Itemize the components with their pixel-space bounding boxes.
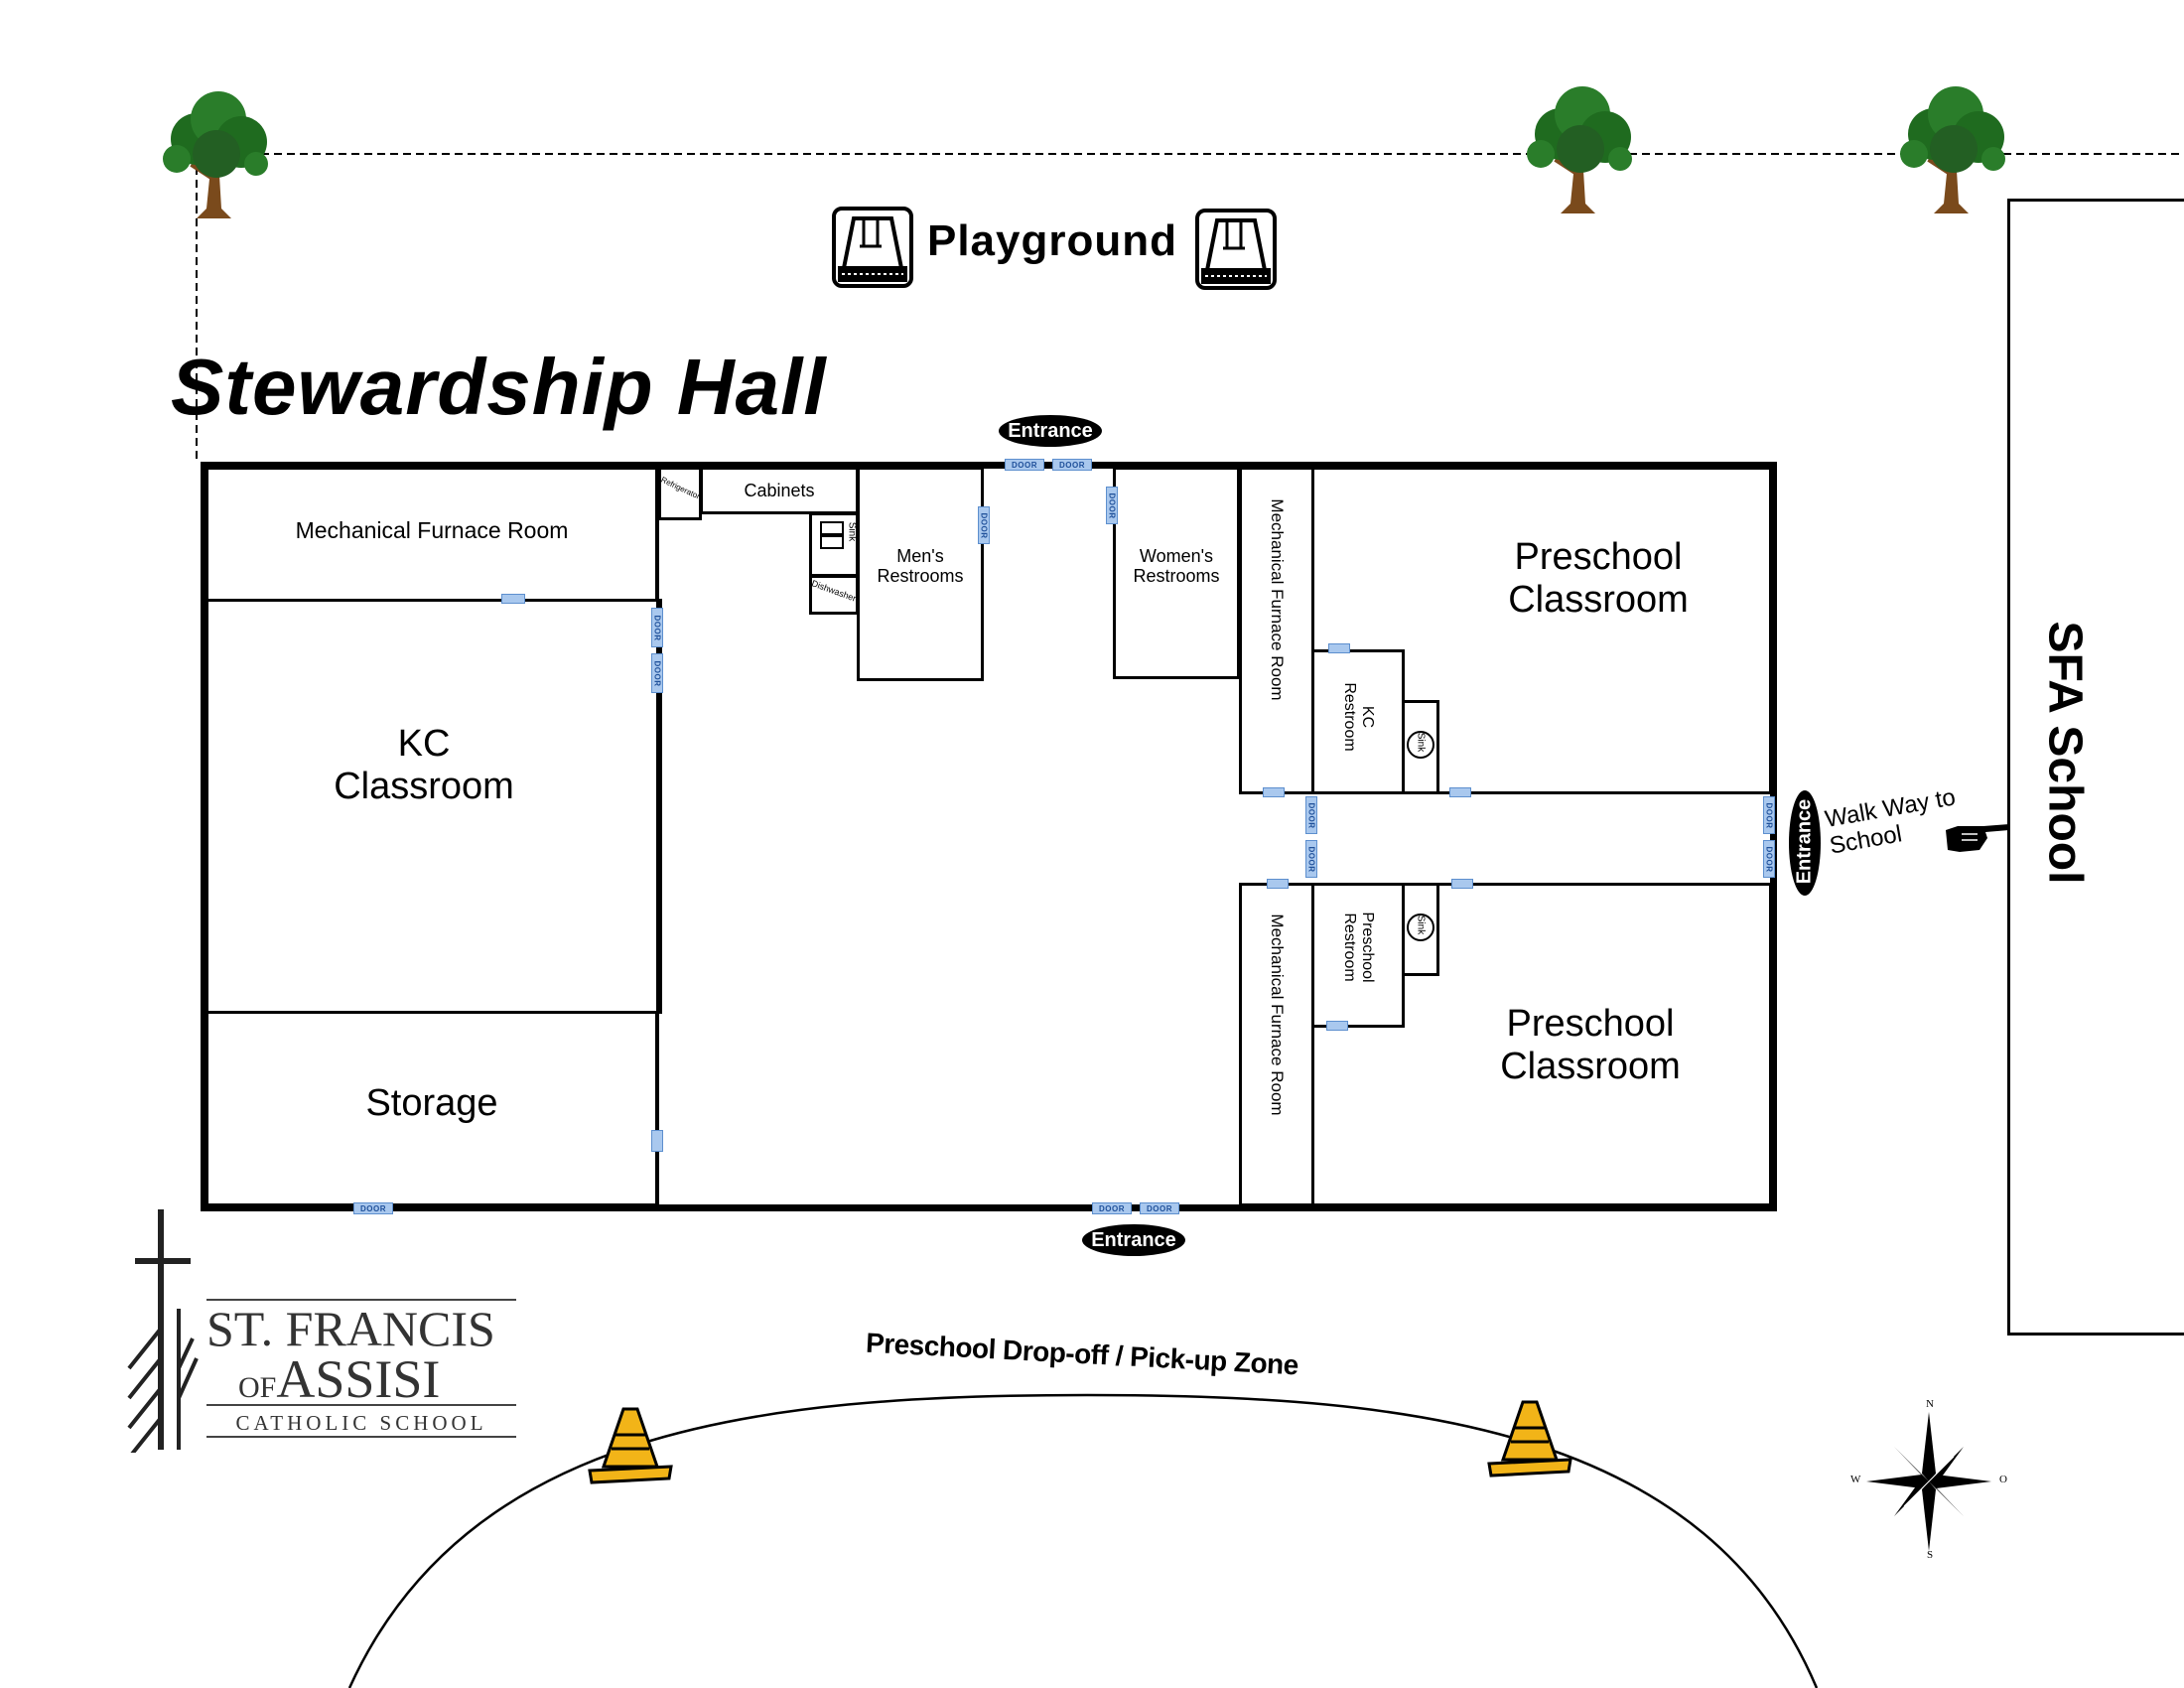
compass-rose-icon	[1866, 1412, 1991, 1551]
door[interactable]: DOOR	[651, 653, 663, 693]
room-label-preschool-classroom-top: Preschool Classroom	[1508, 536, 1689, 621]
door[interactable]	[501, 594, 525, 604]
logo-line-3: CATHOLIC SCHOOL	[235, 1411, 487, 1435]
door[interactable]: DOOR	[1140, 1202, 1179, 1214]
room-label-storage: Storage	[365, 1082, 498, 1124]
preschool-sink-icon	[1407, 914, 1434, 941]
sink-basin-icon	[820, 521, 844, 549]
room-label-mechanical-furnace: Mechanical Furnace Room	[295, 517, 569, 543]
logo-rule-final	[206, 1436, 516, 1438]
door[interactable]: DOOR	[1305, 796, 1317, 834]
door[interactable]: DOOR	[1092, 1202, 1132, 1214]
entrance-east-label: Entrance	[1793, 798, 1816, 885]
door[interactable]: DOOR	[1106, 487, 1118, 524]
sfa-school-building	[2007, 199, 2184, 1336]
hallway-wall-top	[1239, 791, 1775, 794]
door[interactable]	[1451, 879, 1473, 889]
preschool-restroom-sink	[1402, 883, 1439, 976]
compass-s: S	[1927, 1549, 1934, 1561]
logo-rule-top	[206, 1299, 516, 1301]
entrance-north[interactable]: Entrance	[999, 415, 1102, 447]
door[interactable]: DOOR	[651, 608, 663, 647]
door[interactable]	[1449, 787, 1471, 797]
kc-sink-label: Sink	[1415, 732, 1427, 753]
traffic-cone-icon	[1487, 1400, 1572, 1477]
room-womens-restrooms	[1113, 467, 1240, 679]
door[interactable]: DOOR	[1763, 840, 1775, 878]
building-outline	[201, 462, 1777, 1211]
swing-icon	[832, 207, 913, 288]
compass-e: O	[1999, 1474, 2007, 1485]
wall-segment	[656, 467, 659, 1206]
room-label-mech-furnace-lower: Mechanical Furnace Room	[1268, 914, 1287, 1116]
entrance-south[interactable]: Entrance	[1082, 1224, 1185, 1256]
traffic-cone-icon	[588, 1407, 673, 1484]
room-label-preschool-restroom: Preschool Restroom	[1341, 912, 1376, 983]
room-preschool-classroom-bottom	[1311, 883, 1772, 1206]
pointing-hand-icon	[1946, 824, 2009, 852]
room-label-womens-restrooms: Women's Restrooms	[1133, 546, 1220, 587]
door[interactable]: DOOR	[353, 1202, 393, 1214]
logo-rule-bottom	[206, 1404, 516, 1406]
door[interactable]	[1267, 879, 1289, 889]
tree-icon	[163, 91, 268, 218]
sfa-school-label: SFA School	[2038, 621, 2092, 885]
dropoff-loop	[347, 1393, 1819, 1688]
swing-icon	[1195, 209, 1277, 290]
door[interactable]: DOOR	[1005, 459, 1044, 471]
kc-sink-icon	[1407, 731, 1434, 759]
logo-line-1: ST. FRANCIS	[206, 1301, 495, 1356]
door[interactable]: DOOR	[978, 506, 990, 544]
entrance-east[interactable]	[1789, 790, 1821, 896]
preschool-sink-label: Sink	[1415, 914, 1427, 935]
room-label-kc-classroom: KC Classroom	[334, 723, 514, 807]
compass-w: W	[1850, 1474, 1861, 1485]
door[interactable]	[1328, 643, 1350, 653]
kitchen-sink-label: Sink	[846, 521, 858, 542]
room-mens-restrooms	[857, 467, 984, 681]
room-label-kc-restroom: KC Restroom	[1341, 682, 1376, 752]
playground-label: Playground	[926, 216, 1178, 265]
page-title: Stewardship Hall	[171, 343, 827, 431]
room-label-mech-furnace-upper: Mechanical Furnace Room	[1268, 498, 1287, 701]
room-label-preschool-classroom-bottom: Preschool Classroom	[1500, 1003, 1681, 1087]
logo-line-2: OFASSISI	[238, 1349, 441, 1409]
tree-icon	[1900, 86, 2005, 213]
door[interactable]	[651, 1130, 663, 1152]
compass-n: N	[1926, 1398, 1934, 1410]
cabinets-label: Cabinets	[744, 481, 815, 500]
door[interactable]: DOOR	[1763, 796, 1775, 834]
room-label-mens-restrooms: Men's Restrooms	[877, 546, 964, 587]
cross-logo-icon	[127, 1209, 199, 1453]
door[interactable]	[1263, 787, 1285, 797]
tree-icon	[1527, 86, 1632, 213]
door[interactable]: DOOR	[1052, 459, 1092, 471]
door[interactable]	[1326, 1021, 1348, 1031]
door[interactable]: DOOR	[1305, 840, 1317, 878]
